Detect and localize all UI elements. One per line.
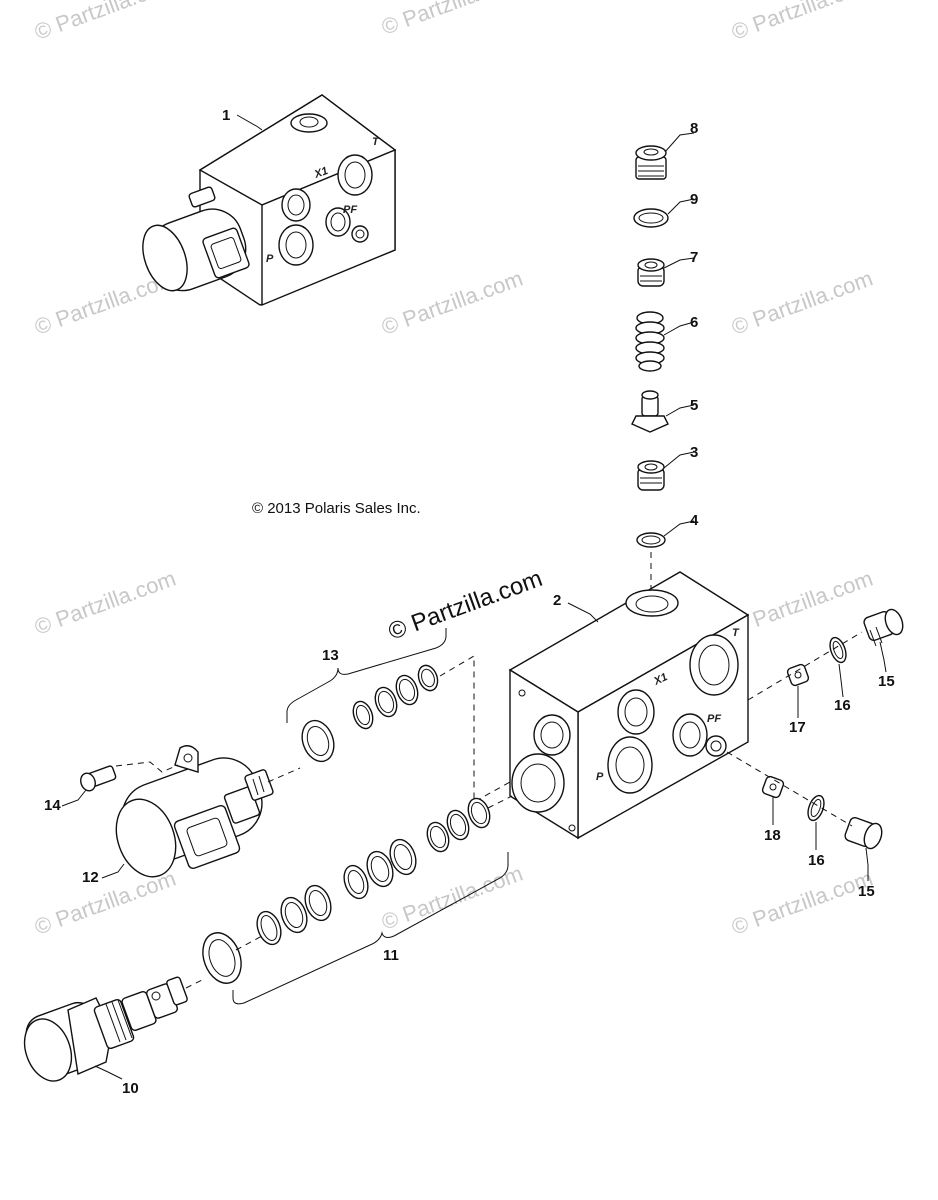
plug-part-8 — [635, 145, 667, 180]
callout-16-lower: 16 — [808, 852, 825, 869]
assembly-axis-lower-end — [487, 795, 513, 809]
callout-5: 5 — [690, 397, 698, 414]
watermark: © Partzilla.com — [728, 266, 876, 340]
partzilla-watermark: © Partzilla.com — [385, 565, 546, 646]
o-ring-part-9 — [633, 208, 669, 228]
watermark: © Partzilla.com — [728, 866, 876, 940]
assembly-axis-right-lower — [726, 751, 853, 827]
o-ring-part-4 — [636, 532, 666, 548]
port-label-t: T — [732, 627, 740, 639]
callout-18: 18 — [764, 827, 781, 844]
callout-16-upper: 16 — [834, 697, 851, 714]
plug-part-15-lower — [844, 816, 883, 850]
spring-part-6 — [635, 311, 665, 372]
assembly-axis-upper — [439, 655, 511, 803]
callout-10: 10 — [122, 1080, 139, 1097]
callout-15-upper: 15 — [878, 673, 895, 690]
callout-17: 17 — [789, 719, 806, 736]
callout-4: 4 — [690, 512, 699, 529]
watermark: © Partzilla.com — [728, 566, 876, 640]
valve-assembly-part-1: T X1 P PF — [142, 94, 397, 307]
solenoid-part-12 — [115, 745, 274, 878]
watermark: © Partzilla.com — [728, 0, 876, 45]
callout-2: 2 — [553, 592, 561, 609]
callout-9: 9 — [690, 191, 698, 208]
callout-11: 11 — [383, 947, 399, 964]
assembly-axis-lower — [235, 935, 263, 951]
callout-13: 13 — [322, 647, 339, 664]
watermark: © Partzilla.com — [31, 0, 179, 45]
poppet-part-5 — [631, 390, 669, 433]
assembly-axis-right-upper — [747, 631, 863, 701]
leader-lines — [61, 114, 887, 1080]
port-label-x1: X1 — [312, 165, 330, 181]
port-label-x1: X1 — [651, 671, 669, 688]
fitting-part-18 — [761, 775, 785, 799]
callout-14: 14 — [44, 797, 61, 814]
watermark: © Partzilla.com — [378, 0, 526, 40]
callout-8: 8 — [690, 120, 698, 137]
callout-12: 12 — [82, 869, 99, 886]
callout-1: 1 — [222, 107, 230, 124]
cartridge-valve-part-10 — [23, 976, 188, 1082]
callout-15-lower: 15 — [858, 883, 875, 900]
assembly-axis-solenoid — [267, 767, 301, 783]
o-ring-part-16-upper — [829, 636, 847, 664]
plug-part-7 — [637, 258, 665, 287]
watermark: © Partzilla.com — [31, 566, 179, 640]
o-ring-part-16-lower — [807, 794, 825, 822]
manifold-block-part-2: T X1 P PF — [508, 571, 750, 840]
assembly-axis-screw — [115, 761, 179, 773]
port-label-pf: PF — [707, 713, 721, 725]
seat-part-3 — [637, 460, 665, 491]
fitting-part-17 — [786, 663, 810, 687]
port-label-t: T — [372, 136, 380, 148]
callout-3: 3 — [690, 444, 698, 461]
plug-part-15-upper — [863, 608, 904, 647]
o-ring-kit-part-11 — [202, 797, 509, 1005]
watermark: © Partzilla.com — [378, 266, 526, 340]
callout-numbers: 1 2 3 4 5 6 7 8 9 10 11 12 13 14 15 15 1… — [44, 107, 895, 1097]
callout-6: 6 — [690, 314, 698, 331]
assembly-axis-cartridge — [185, 979, 203, 989]
screw-part-14 — [80, 765, 117, 792]
copyright-text: © 2013 Polaris Sales Inc. — [252, 500, 421, 517]
port-label-p: P — [596, 771, 604, 783]
callout-7: 7 — [690, 249, 698, 266]
port-label-p: P — [266, 253, 274, 265]
port-label-pf: PF — [343, 204, 357, 216]
o-ring-kit-part-13 — [286, 628, 447, 763]
